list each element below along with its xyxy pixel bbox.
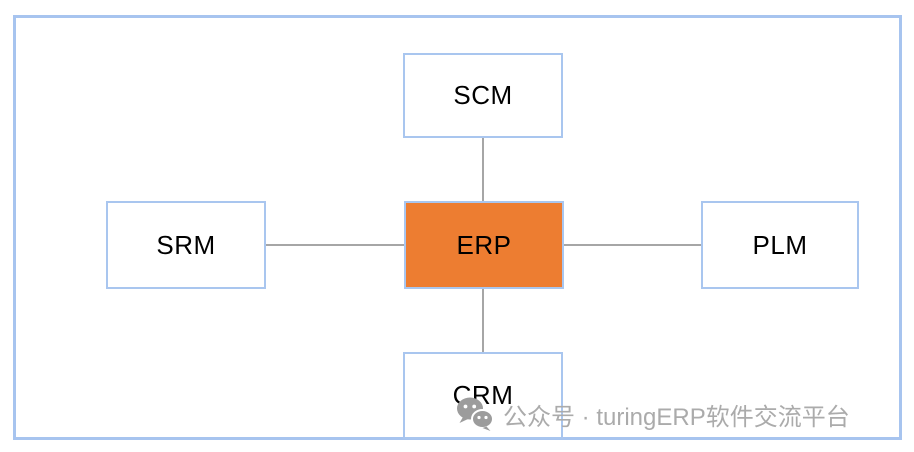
wechat-icon [457,397,494,431]
diagram-canvas-frame: SCM SRM ERP PLM CRM [13,15,902,440]
node-plm-label: PLM [752,229,808,260]
node-srm: SRM [106,201,266,289]
node-scm-label: SCM [453,80,513,110]
connector-erp-plm [564,244,701,246]
connector-erp-crm [482,289,484,352]
watermark: 公众号 · turingERP软件交流平台 [456,394,850,434]
watermark-text: 公众号 · turingERP软件交流平台 [503,403,850,431]
node-scm: SCM [403,53,563,138]
connector-erp-scm [482,138,484,201]
node-plm: PLM [701,201,859,289]
connector-erp-srm [266,244,404,246]
node-erp-label: ERP [456,229,512,260]
node-srm-label: SRM [156,229,216,260]
node-erp-center: ERP [404,201,564,289]
